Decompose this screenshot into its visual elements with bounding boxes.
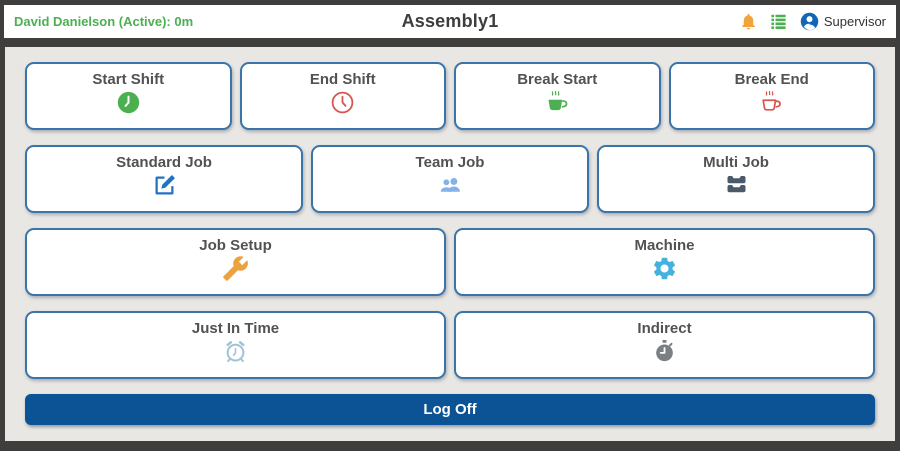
button-label: Standard Job: [116, 154, 212, 171]
button-label: Multi Job: [703, 154, 769, 171]
clock-filled-icon: [115, 89, 142, 116]
button-row-3: Job Setup Machine: [25, 228, 875, 296]
clock-outline-icon: [329, 89, 356, 116]
header-actions: Supervisor: [739, 11, 886, 32]
bell-icon[interactable]: [739, 12, 758, 31]
edit-icon: [151, 172, 178, 199]
just-in-time-button[interactable]: Just In Time: [25, 311, 446, 379]
standard-job-button[interactable]: Standard Job: [25, 145, 303, 213]
log-off-button[interactable]: Log Off: [25, 394, 875, 425]
wrench-icon: [222, 255, 249, 282]
start-shift-button[interactable]: Start Shift: [25, 62, 232, 130]
break-start-button[interactable]: Break Start: [454, 62, 661, 130]
stopwatch-icon: [651, 338, 678, 365]
main-panel: Start Shift End Shift Break Start: [5, 47, 895, 441]
gear-icon: [651, 255, 678, 282]
end-shift-button[interactable]: End Shift: [239, 62, 446, 130]
account-circle-icon: [799, 11, 820, 32]
button-label: Just In Time: [191, 320, 280, 337]
supervisor-label: Supervisor: [823, 14, 886, 29]
button-label: Job Setup: [199, 237, 272, 254]
button-label: Team Job: [415, 154, 485, 171]
machine-button[interactable]: Machine: [454, 228, 875, 296]
indirect-button[interactable]: Indirect: [454, 311, 875, 379]
break-end-button[interactable]: Break End: [668, 62, 875, 130]
inbox-stack-icon: [723, 172, 750, 199]
list-icon[interactable]: [769, 12, 788, 31]
button-label: Break End: [734, 71, 809, 88]
multi-job-button[interactable]: Multi Job: [597, 145, 875, 213]
people-icon: [437, 172, 464, 199]
alarm-clock-icon: [222, 338, 249, 365]
supervisor-account[interactable]: Supervisor: [799, 11, 886, 32]
cup-filled-icon: [544, 89, 571, 116]
page-title: Assembly1: [401, 11, 499, 31]
button-row-4: Just In Time Indirect: [25, 311, 875, 379]
button-label: Indirect: [637, 320, 692, 337]
header-bar: David Danielson (Active): 0m Assembly1 S…: [4, 5, 896, 38]
job-setup-button[interactable]: Job Setup: [25, 228, 446, 296]
team-job-button[interactable]: Team Job: [311, 145, 589, 213]
button-label: Break Start: [517, 71, 598, 88]
button-row-2: Standard Job Team Job Multi Job: [25, 145, 875, 213]
button-row-1: Start Shift End Shift Break Start: [25, 62, 875, 130]
button-label: Machine: [634, 237, 695, 254]
user-status: David Danielson (Active): 0m: [14, 14, 194, 29]
button-label: Start Shift: [92, 71, 165, 88]
button-label: End Shift: [309, 71, 376, 88]
cup-outline-icon: [758, 89, 785, 116]
